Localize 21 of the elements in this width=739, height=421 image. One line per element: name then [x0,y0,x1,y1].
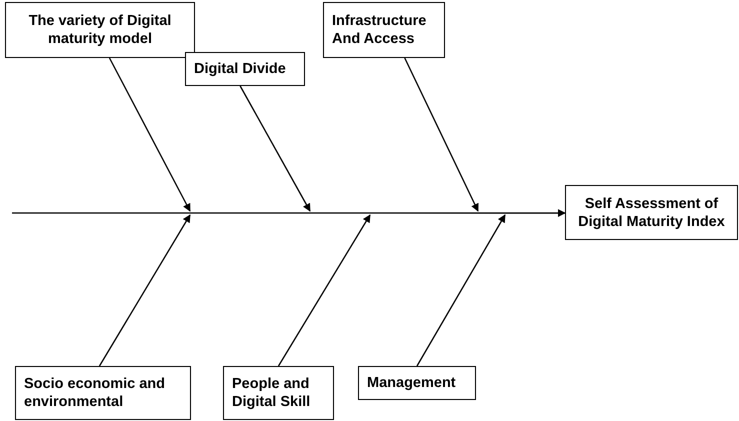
cause-box [323,2,445,58]
cause-label: Digital Divide [194,60,286,78]
bone-arrow [108,58,191,212]
cause-label: Self Assessment of Digital Maturity Index [577,194,726,230]
cause-box [185,52,305,86]
bone-arrow [240,86,311,212]
bone-arrow [404,58,479,212]
cause-label: People and Digital Skill [232,375,312,411]
cause-box [223,366,334,420]
cause-box [358,366,476,400]
cause-label: The variety of Digital maturity model [28,12,172,48]
effect-box [565,185,738,240]
bone-arrow [278,214,371,366]
cause-label: Management [367,374,456,392]
cause-label: Infrastructure And Access [332,12,428,48]
spine-arrow [12,209,566,218]
bone-arrow [416,214,506,366]
cause-box [5,2,195,58]
cause-box [15,366,191,420]
cause-label: Socio economic and environmental [24,375,166,411]
bone-arrow [98,214,191,366]
